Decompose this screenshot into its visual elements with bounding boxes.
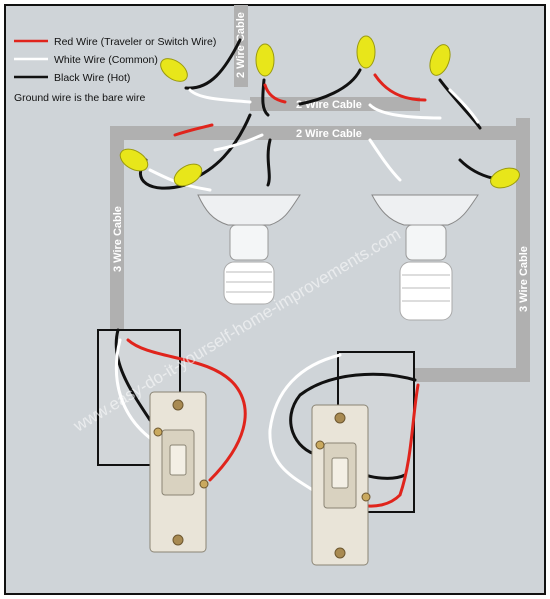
cable-bottom-right bbox=[400, 368, 530, 382]
wire-nut bbox=[490, 167, 520, 189]
right-bulb-icon bbox=[399, 261, 453, 321]
legend-black-label: Black Wire (Hot) bbox=[54, 72, 130, 84]
wire-nut bbox=[160, 58, 188, 82]
red-wires bbox=[126, 73, 427, 508]
cable-label-right: 3 Wire Cable bbox=[518, 246, 530, 312]
cable-label-left: 3 Wire Cable bbox=[112, 206, 124, 272]
right-switch-toggle bbox=[331, 457, 349, 489]
left-switch-toggle bbox=[169, 444, 187, 476]
wire-nut bbox=[429, 44, 451, 76]
wire-nut bbox=[356, 35, 376, 69]
legend-ground-note: Ground wire is the bare wire bbox=[14, 92, 145, 104]
cable-label-lower: 2 Wire Cable bbox=[296, 128, 362, 140]
cable-right-vertical bbox=[516, 118, 530, 382]
legend: Red Wire (Traveler or Switch Wire) White… bbox=[14, 36, 216, 104]
right-switch bbox=[311, 404, 371, 566]
cables bbox=[110, 5, 530, 382]
cable-left-vertical bbox=[110, 126, 124, 341]
wire-nut bbox=[119, 148, 149, 172]
wire-nut bbox=[173, 163, 203, 187]
white-wires bbox=[114, 88, 480, 497]
cable-top-vertical bbox=[234, 5, 248, 87]
left-bulb-icon bbox=[223, 261, 275, 305]
cable-label-top: 2 Wire Cable bbox=[235, 12, 247, 78]
right-light-fixture bbox=[371, 194, 479, 321]
legend-red-label: Red Wire (Traveler or Switch Wire) bbox=[54, 36, 216, 48]
wire-nuts bbox=[119, 35, 520, 189]
cable-upper-horizontal bbox=[250, 97, 420, 111]
left-switch bbox=[149, 391, 209, 553]
cable-lower-horizontal bbox=[110, 126, 530, 140]
wire-nut bbox=[255, 43, 275, 77]
left-light-fixture bbox=[197, 194, 301, 305]
cable-label-upper: 2 Wire Cable bbox=[296, 99, 362, 111]
legend-white-label: White Wire (Common) bbox=[54, 54, 158, 66]
